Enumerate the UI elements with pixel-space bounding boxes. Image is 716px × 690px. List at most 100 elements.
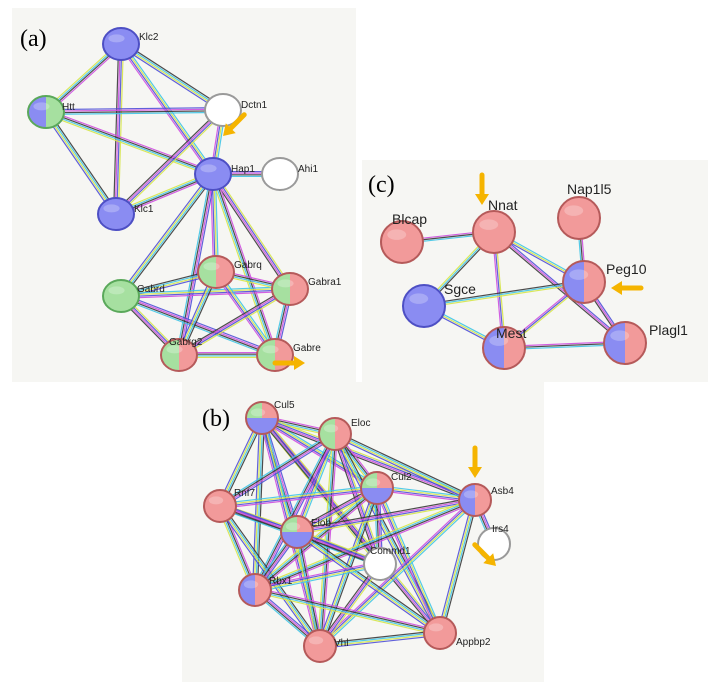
node-klc2[interactable] <box>102 27 140 61</box>
highlight-arrow-icon <box>468 445 482 478</box>
edge-Hap1-Gabre <box>210 173 278 356</box>
edge-Gabra1-Gabrg2 <box>177 286 292 358</box>
edge-Asb4-Rbx1 <box>253 497 477 593</box>
node-label: Nap1l5 <box>567 181 612 197</box>
node-label: Dctn1 <box>241 100 268 111</box>
node-nnat[interactable] <box>472 210 516 254</box>
node-label: Nnat <box>488 197 518 213</box>
node-peg10[interactable] <box>562 260 606 304</box>
edge-Vhl-Appbp2 <box>319 630 441 649</box>
edge-Htt-Hap1 <box>44 109 215 177</box>
edges-b <box>217 415 497 649</box>
node-label: Gabre <box>293 343 321 354</box>
node-eloc[interactable] <box>318 417 352 451</box>
node-htt[interactable] <box>27 95 65 129</box>
node-label: Peg10 <box>606 261 647 277</box>
node-label: Sgce <box>444 281 476 297</box>
node-label: Klc1 <box>134 204 154 215</box>
edge-Rnf7-Cul2 <box>219 485 378 509</box>
node-label: Blcap <box>392 211 427 227</box>
node-label: Gabra1 <box>308 277 342 288</box>
node-label: Vhl <box>334 638 348 649</box>
node-plagl1[interactable] <box>603 321 647 365</box>
node-label: Gabrg2 <box>169 337 203 348</box>
node-ahi1[interactable] <box>261 157 299 191</box>
edge-Hap1-Gabrd <box>118 172 216 298</box>
node-hap1[interactable] <box>194 157 232 191</box>
edge-Klc2-Dctn1 <box>119 41 225 113</box>
highlight-arrow-icon <box>475 172 489 205</box>
edge-Elob-Appbp2 <box>295 529 442 636</box>
edge-Commd1-Rbx1 <box>254 561 381 593</box>
panel-a-label: (a) <box>20 26 47 52</box>
node-elob[interactable] <box>280 515 314 549</box>
node-cul2[interactable] <box>360 471 394 505</box>
node-label: Rbx1 <box>269 576 293 587</box>
node-label: Elob <box>311 518 331 529</box>
edge-Dctn1-Klc1 <box>113 107 226 217</box>
edge-Hap1-Gabra1 <box>210 172 293 291</box>
edge-Klc2-Klc1 <box>113 43 124 215</box>
highlight-arrow-icon <box>472 542 496 566</box>
node-dctn1[interactable] <box>204 93 242 127</box>
edge-Eloc-Rnf7 <box>218 431 337 509</box>
node-gabrd[interactable] <box>102 279 140 313</box>
edge-Rbx1-Appbp2 <box>254 587 441 636</box>
node-vhl[interactable] <box>303 629 337 663</box>
node-appbp2[interactable] <box>423 616 457 650</box>
node-label: Plagl1 <box>649 322 688 338</box>
node-label: Appbp2 <box>456 637 491 648</box>
highlight-arrow-icon <box>272 356 305 370</box>
node-label: Commd1 <box>370 546 411 557</box>
node-label: Gabrq <box>234 260 262 271</box>
node-nap1l5[interactable] <box>557 196 601 240</box>
highlight-arrow-icon <box>611 281 644 295</box>
node-gabre[interactable] <box>256 338 294 372</box>
highlight-arrow-icon <box>223 112 247 136</box>
node-label: Gabrd <box>137 284 165 295</box>
node-label: Rnf7 <box>234 488 256 499</box>
node-gabrq[interactable] <box>197 255 235 289</box>
node-gabrg2[interactable] <box>160 338 198 372</box>
node-label: Hap1 <box>231 164 255 175</box>
node-rbx1[interactable] <box>238 573 272 607</box>
edge-Htt-Klc1 <box>43 110 119 216</box>
node-label: Klc2 <box>139 32 159 43</box>
edge-Sgce-Peg10 <box>423 279 585 309</box>
node-label: Cul2 <box>391 472 412 483</box>
panel-b-label: (b) <box>202 406 230 432</box>
panel-c-label: (c) <box>368 172 395 198</box>
node-cul5[interactable] <box>245 401 279 435</box>
edge-Htt-Dctn1 <box>45 107 224 115</box>
node-commd1[interactable] <box>363 547 397 581</box>
node-gabra1[interactable] <box>271 272 309 306</box>
edge-Gabrd-Gabre <box>119 293 277 358</box>
node-label: Htt <box>62 102 75 113</box>
node-mest[interactable] <box>482 326 526 370</box>
edge-Asb4-Vhl <box>317 497 478 649</box>
node-label: Ahi1 <box>298 164 318 175</box>
node-blcap[interactable] <box>380 220 424 264</box>
node-sgce[interactable] <box>402 284 446 328</box>
node-label: Asb4 <box>491 486 514 497</box>
node-asb4[interactable] <box>458 483 492 517</box>
node-rnf7[interactable] <box>203 489 237 523</box>
edge-Asb4-Appbp2 <box>437 499 478 634</box>
edge-Elob-Vhl <box>294 531 323 647</box>
node-label: Eloc <box>351 418 370 429</box>
node-label: Irs4 <box>492 524 509 535</box>
node-label: Mest <box>496 325 526 341</box>
edge-Eloc-Asb4 <box>333 431 477 503</box>
node-klc1[interactable] <box>97 197 135 231</box>
edge-Hap1-Gabrg2 <box>176 173 216 356</box>
node-label: Cul5 <box>274 400 295 411</box>
edge-Asb4-Elob <box>296 497 476 535</box>
